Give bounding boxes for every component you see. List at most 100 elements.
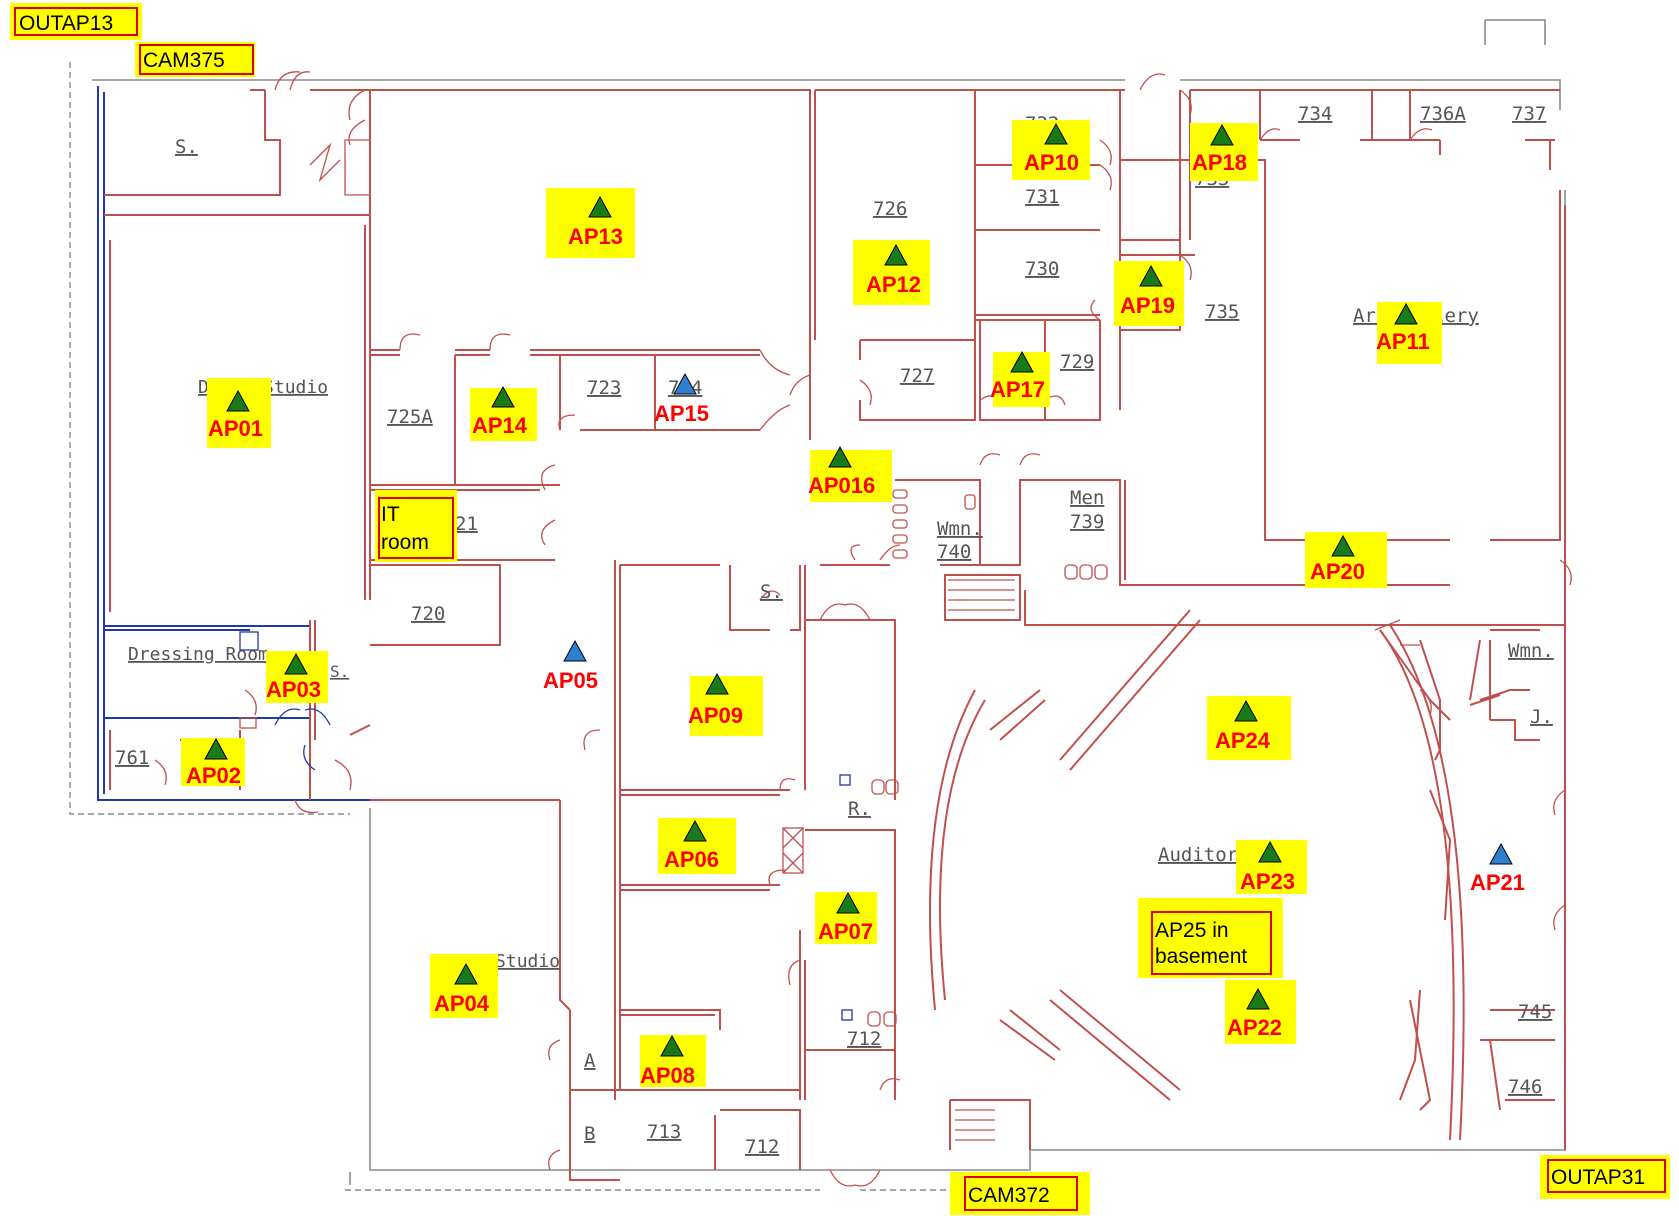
ap-green-triangle-icon (204, 737, 228, 760)
access-point-ap10[interactable]: AP10 (1024, 122, 1079, 175)
tag-outap31-text: OUTAP31 (1551, 1166, 1645, 1189)
ap-highlight-ap01 (207, 378, 271, 448)
ap-green-triangle-icon (1258, 840, 1282, 863)
room-label-b: B (584, 1123, 595, 1145)
ap-label: AP05 (543, 668, 598, 693)
ap-blue-triangle-icon (673, 372, 697, 395)
ap-label: AP13 (568, 224, 623, 249)
room-label-745: 745 (1518, 1001, 1552, 1023)
ap-label: AP02 (186, 763, 241, 788)
ap-highlight-ap09 (690, 676, 763, 736)
access-point-ap06[interactable]: AP06 (664, 819, 719, 872)
interior-walls (104, 89, 1566, 1181)
room-label-726: 726 (873, 198, 907, 220)
ap-label: AP21 (1470, 870, 1525, 895)
access-point-ap05[interactable]: AP05 (543, 639, 598, 693)
ap-green-triangle-icon (683, 819, 707, 842)
access-point-ap07[interactable]: AP07 (818, 891, 873, 944)
room-label-r: R. (848, 798, 871, 820)
ap-green-triangle-icon (1394, 302, 1418, 325)
room-label-s-mid: S. (760, 581, 783, 603)
ap-green-triangle-icon (454, 962, 478, 985)
room-label-wmn-740: Wmn. (937, 518, 983, 540)
ap-highlight-ap13 (546, 188, 635, 258)
ap-green-triangle-icon (1234, 699, 1258, 722)
fixtures (239, 489, 1108, 1027)
access-point-ap016[interactable]: AP016 (808, 445, 875, 498)
ap-label: AP14 (472, 413, 528, 438)
tag-cam372: CAM372 (950, 1172, 1090, 1215)
access-point-ap04[interactable]: AP04 (434, 962, 490, 1016)
access-point-ap09[interactable]: AP09 (688, 672, 743, 728)
room-label-wmn-right: Wmn. (1508, 640, 1554, 662)
room-label-712-a: 712 (745, 1136, 779, 1158)
studio-walls (97, 86, 370, 801)
ap-label: AP23 (1240, 869, 1295, 894)
room-label-men: Men (1070, 487, 1104, 509)
room-label-a: A (584, 1050, 596, 1072)
ap-green-triangle-icon (660, 1034, 684, 1057)
access-point-ap23[interactable]: AP23 (1240, 840, 1295, 894)
tag-ap25-line1: AP25 in (1155, 919, 1229, 942)
ap-green-triangle-icon (1331, 534, 1355, 557)
ap-green-triangle-icon (1139, 264, 1163, 287)
ap-label: AP22 (1227, 1015, 1282, 1040)
room-label-713: 713 (647, 1121, 681, 1143)
room-label-725a: 725A (387, 406, 433, 428)
access-point-ap17[interactable]: AP17 (990, 350, 1045, 402)
ap-green-triangle-icon (705, 672, 729, 695)
tag-ap25-line2: basement (1155, 945, 1247, 968)
access-point-ap03[interactable]: AP03 (266, 652, 321, 702)
room-label-723: 723 (587, 377, 621, 399)
tag-cam372-text: CAM372 (968, 1184, 1050, 1207)
room-label-721: 21 (455, 513, 478, 535)
tag-cam375-text: CAM375 (143, 49, 225, 72)
room-label-746: 746 (1508, 1076, 1542, 1098)
access-point-ap11[interactable]: AP11 (1376, 302, 1430, 354)
ap-label: AP06 (664, 847, 719, 872)
access-point-ap22[interactable]: AP22 (1227, 987, 1282, 1040)
access-point-ap01[interactable]: AP01 (208, 389, 263, 441)
ap-highlight-ap04 (430, 954, 498, 1018)
tag-outap13-text: OUTAP13 (19, 12, 113, 35)
access-point-ap13[interactable]: AP13 (568, 195, 623, 249)
access-point-ap08[interactable]: AP08 (640, 1034, 695, 1088)
ap-label: AP03 (266, 677, 321, 702)
ap-highlight-ap10 (1012, 120, 1090, 180)
ap-green-triangle-icon (226, 389, 250, 412)
room-label-736a: 736A (1420, 103, 1466, 125)
ap-label: AP10 (1024, 150, 1079, 175)
ap-label: AP17 (990, 377, 1045, 402)
access-point-ap21[interactable]: AP21 (1470, 842, 1525, 895)
ap-green-triangle-icon (1246, 987, 1270, 1010)
access-point-ap12[interactable]: AP12 (866, 243, 921, 297)
ap-green-triangle-icon (588, 195, 612, 218)
ap-green-triangle-icon (1010, 350, 1034, 373)
room-label-729: 729 (1060, 351, 1094, 373)
room-label-730: 730 (1025, 258, 1059, 280)
ap-label: AP11 (1376, 329, 1430, 354)
access-point-ap24[interactable]: AP24 (1215, 699, 1271, 753)
tag-it-room-line2: room (381, 531, 429, 554)
tag-outap31: OUTAP31 (1540, 1155, 1670, 1199)
access-point-ap20[interactable]: AP20 (1310, 534, 1365, 584)
ap-label: AP24 (1215, 728, 1271, 753)
room-label-s-small: S. (330, 662, 349, 681)
access-point-ap02[interactable]: AP02 (186, 737, 241, 788)
access-point-ap19[interactable]: AP19 (1120, 264, 1175, 318)
ap-green-triangle-icon (836, 891, 860, 914)
access-point-ap18[interactable]: AP18 (1192, 123, 1247, 175)
access-point-ap14[interactable]: AP14 (472, 385, 528, 438)
room-labels: S. 725 726 732 731 730 733 734 736A 737 … (115, 103, 1554, 1158)
ap-label: AP09 (688, 703, 743, 728)
ap-green-triangle-icon (284, 652, 308, 675)
room-label-s-top: S. (175, 136, 198, 158)
ap-label: AP12 (866, 272, 921, 297)
access-point-ap15[interactable]: AP15 (654, 372, 709, 426)
ap-label: AP19 (1120, 293, 1175, 318)
tag-it-room-line1: IT (381, 503, 400, 526)
room-label-735: 735 (1205, 301, 1239, 323)
room-label-734: 734 (1298, 103, 1332, 125)
